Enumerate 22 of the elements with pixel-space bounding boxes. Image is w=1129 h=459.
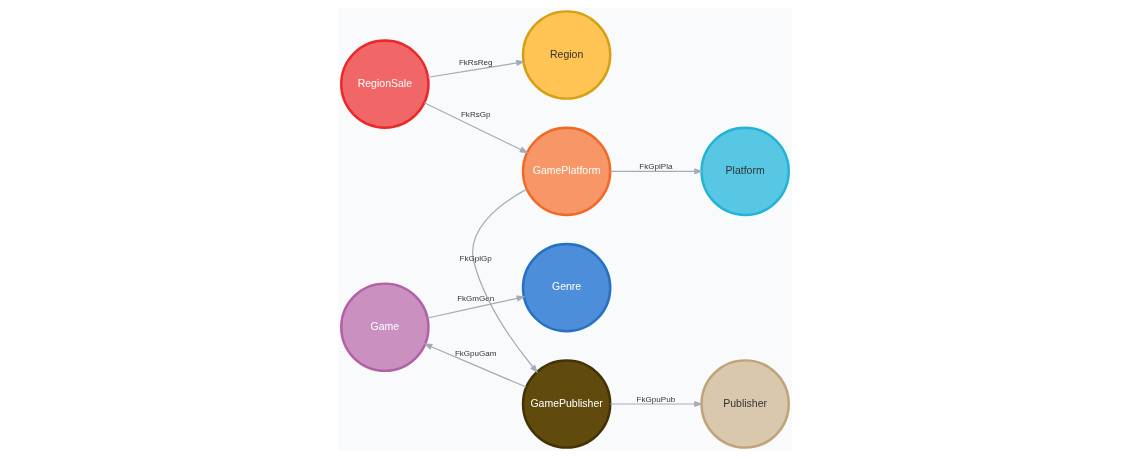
node-circle: Game: [339, 282, 430, 373]
node-circle: GamePublisher: [521, 359, 611, 449]
edge-label: FkRsGp: [460, 110, 491, 120]
arrow: [609, 168, 703, 175]
arrow: [609, 400, 703, 408]
arrow: [423, 102, 529, 154]
arrow: [427, 59, 525, 78]
edge-label: FkGpuGam: [454, 348, 497, 358]
node-circle: RegionSale: [339, 39, 430, 129]
node-circle: GamePlatform: [521, 126, 611, 217]
edge-label: FkGmGen: [456, 294, 494, 304]
edge-label: FkGpuPub: [636, 394, 675, 404]
arrow: [471, 188, 538, 374]
arrow: [426, 295, 526, 319]
edge-label: FkRsReg: [458, 57, 493, 67]
node-circle: Platform: [699, 126, 790, 217]
edge-label: FkGplPla: [638, 161, 672, 171]
node-circle: Region: [521, 10, 611, 100]
edge-label: FkGplGp: [459, 253, 492, 263]
arrow: [423, 343, 527, 388]
node-circle: Genre: [521, 242, 611, 333]
node-circle: Publisher: [699, 359, 790, 449]
